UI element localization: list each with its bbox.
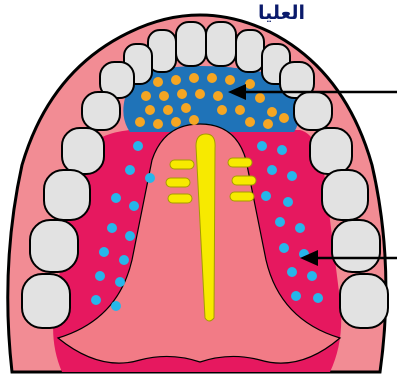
cyan-dot bbox=[307, 271, 317, 281]
tooth bbox=[206, 22, 236, 66]
orange-dot bbox=[171, 117, 181, 127]
tooth bbox=[332, 220, 380, 272]
cyan-dot bbox=[275, 217, 285, 227]
orange-dot bbox=[171, 75, 181, 85]
orange-dot bbox=[213, 91, 223, 101]
tooth bbox=[62, 128, 104, 174]
tooth bbox=[310, 128, 352, 174]
ruga-1 bbox=[170, 160, 194, 169]
orange-dot bbox=[141, 91, 151, 101]
cyan-dot bbox=[125, 231, 135, 241]
cyan-dot bbox=[313, 293, 323, 303]
cyan-dot bbox=[261, 191, 271, 201]
orange-dot bbox=[189, 73, 199, 83]
cyan-dot bbox=[119, 255, 129, 265]
orange-dot bbox=[255, 93, 265, 103]
orange-dot bbox=[153, 77, 163, 87]
orange-dot bbox=[189, 115, 199, 125]
tooth bbox=[340, 274, 388, 328]
ruga-4 bbox=[228, 158, 252, 167]
tooth bbox=[82, 92, 120, 130]
cyan-dot bbox=[95, 271, 105, 281]
ruga-2 bbox=[166, 178, 190, 187]
cyan-dot bbox=[279, 243, 289, 253]
cyan-dot bbox=[283, 197, 293, 207]
ruga-5 bbox=[232, 176, 256, 185]
cyan-dot bbox=[91, 295, 101, 305]
orange-dot bbox=[235, 105, 245, 115]
cyan-dot bbox=[111, 193, 121, 203]
cyan-dot bbox=[145, 173, 155, 183]
orange-dot bbox=[279, 113, 289, 123]
tooth bbox=[294, 92, 332, 130]
cyan-dot bbox=[287, 171, 297, 181]
tooth bbox=[322, 170, 368, 220]
orange-dot bbox=[207, 73, 217, 83]
tooth bbox=[30, 220, 78, 272]
orange-dot bbox=[263, 119, 273, 129]
ruga-6 bbox=[230, 192, 254, 201]
cyan-dot bbox=[257, 141, 267, 151]
cyan-dot bbox=[287, 267, 297, 277]
orange-dot bbox=[245, 117, 255, 127]
orange-dot bbox=[135, 117, 145, 127]
orange-dot bbox=[159, 91, 169, 101]
cyan-dot bbox=[133, 141, 143, 151]
orange-dot bbox=[217, 105, 227, 115]
orange-dot bbox=[225, 75, 235, 85]
orange-dot bbox=[245, 79, 255, 89]
orange-dot bbox=[267, 107, 277, 117]
orange-dot bbox=[153, 119, 163, 129]
orange-dot bbox=[163, 105, 173, 115]
cyan-dot bbox=[111, 301, 121, 311]
orange-dot bbox=[195, 89, 205, 99]
cyan-dot bbox=[295, 223, 305, 233]
orange-dot bbox=[181, 103, 191, 113]
orange-dot bbox=[177, 89, 187, 99]
cyan-dot bbox=[99, 247, 109, 257]
ruga-3 bbox=[168, 194, 192, 203]
tooth bbox=[236, 30, 264, 72]
cyan-dot bbox=[267, 165, 277, 175]
cyan-dot bbox=[107, 223, 117, 233]
orange-dot bbox=[145, 105, 155, 115]
tooth bbox=[176, 22, 206, 66]
cyan-dot bbox=[125, 165, 135, 175]
cyan-dot bbox=[115, 277, 125, 287]
tooth bbox=[22, 274, 70, 328]
cyan-dot bbox=[291, 291, 301, 301]
cyan-dot bbox=[129, 201, 139, 211]
tooth bbox=[44, 170, 90, 220]
cyan-dot bbox=[277, 145, 287, 155]
